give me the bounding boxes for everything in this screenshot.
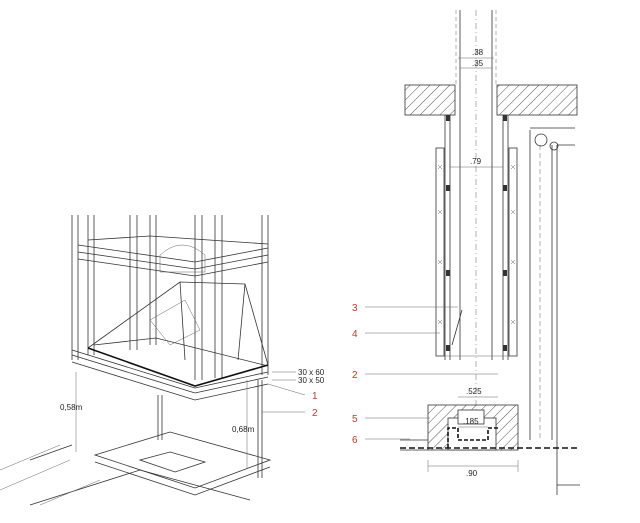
dim-height-a: 0,58m: [60, 403, 83, 412]
height-dimensions: [75, 372, 248, 468]
callout-6: 6: [352, 435, 358, 446]
dim-height-b: 0,68m: [232, 425, 255, 434]
dim-35: .35: [472, 59, 484, 68]
dim-38: .38: [472, 48, 484, 57]
flue-tube: [455, 10, 497, 440]
section-view: .38 .35 .79 .525 .185 .90 3 4 2 5 6: [352, 10, 580, 495]
section-dimensions: [427, 57, 519, 472]
base-block: [400, 404, 580, 451]
ceiling-slab-right: [496, 84, 578, 116]
callout-3: 3: [352, 303, 358, 314]
right-wall: [529, 127, 580, 495]
frame-bands: [71, 235, 269, 401]
callout-4: 4: [352, 329, 358, 340]
dim-79: .79: [470, 157, 482, 166]
dim-section-a: 30 x 60: [298, 368, 325, 377]
dim-185: .185: [463, 417, 479, 426]
hood: [87, 244, 269, 387]
callout-5: 5: [352, 414, 358, 425]
callout-2-left: 2: [312, 408, 318, 419]
dim-section-b: 30 x 50: [298, 376, 325, 385]
callout-1: 1: [312, 391, 318, 402]
axonometric-view: 0,58m 0,68m 30 x 60 30 x 50 1 2: [0, 215, 325, 506]
callout-2-right: 2: [352, 370, 358, 381]
lower-assembly: [0, 380, 272, 506]
dim-525: .525: [466, 387, 482, 396]
ceiling-slab-left: [404, 84, 456, 116]
frame-posts: [71, 215, 269, 380]
leader-1: [267, 383, 306, 396]
outer-casing: [435, 115, 518, 360]
dim-90: .90: [466, 469, 478, 478]
